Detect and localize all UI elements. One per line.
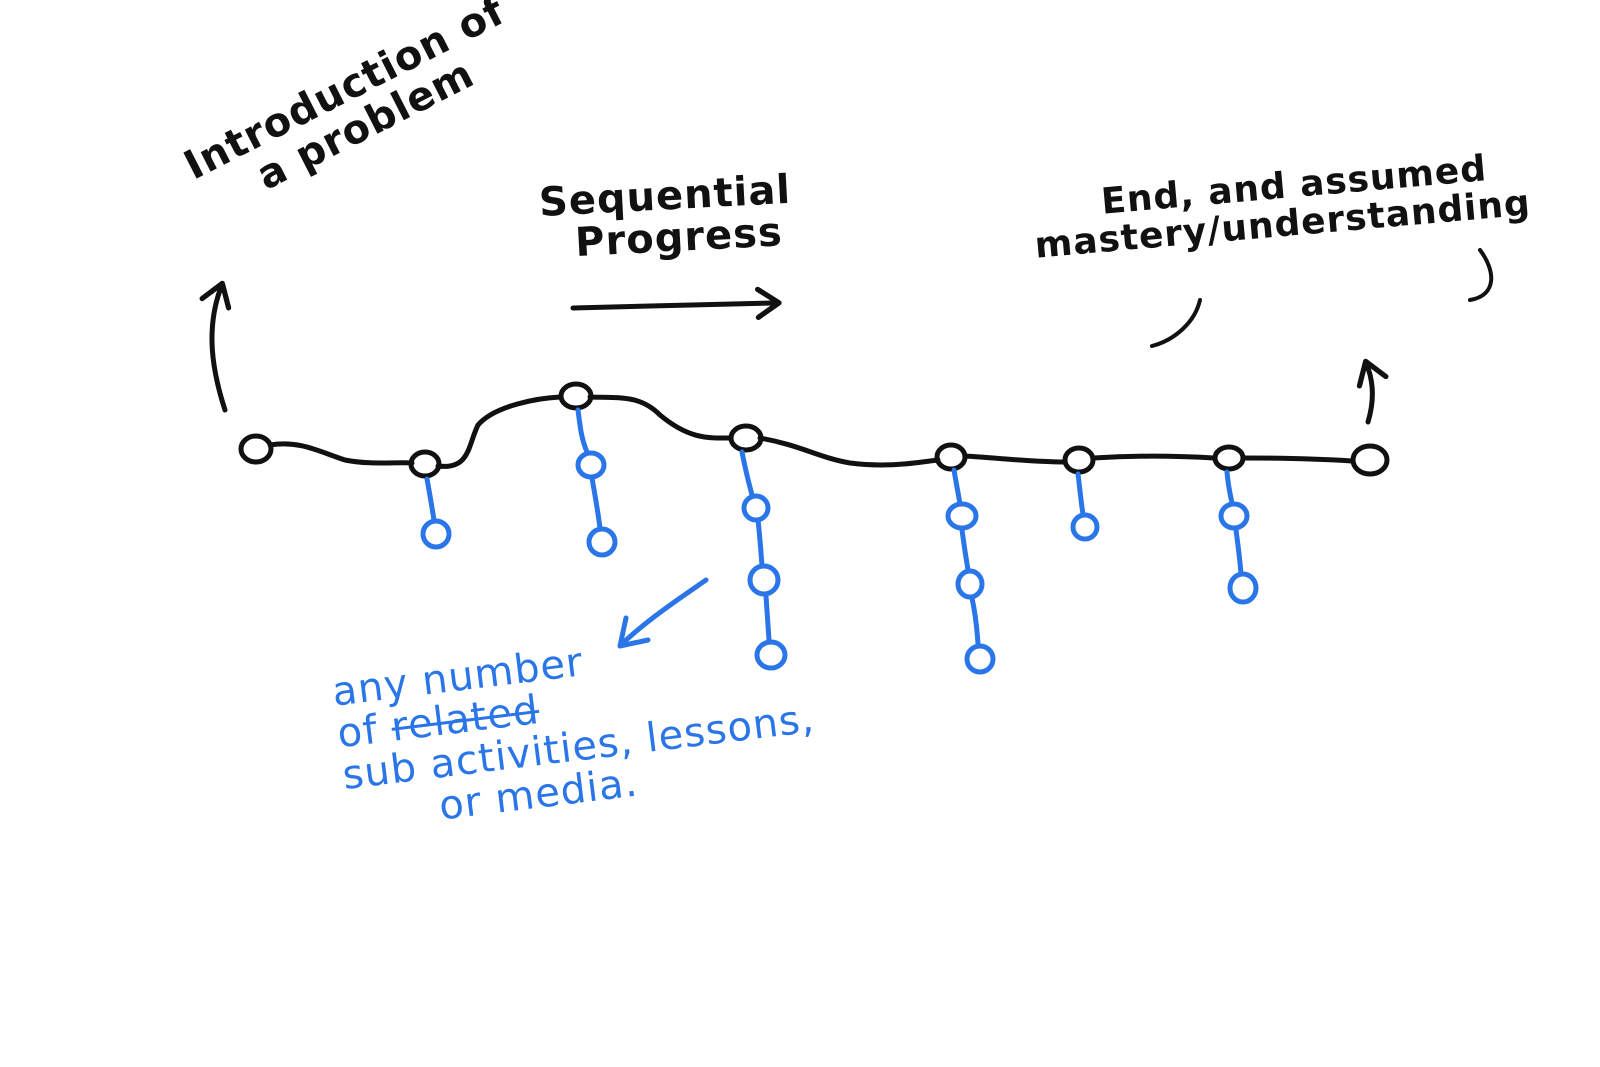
main-node bbox=[728, 423, 764, 453]
main-node bbox=[1350, 443, 1390, 477]
main-node bbox=[934, 442, 968, 472]
sub-node bbox=[586, 526, 618, 558]
sub-node bbox=[1218, 501, 1250, 531]
main-node bbox=[1062, 445, 1096, 475]
sub-node bbox=[1227, 571, 1259, 605]
branch-nodes bbox=[420, 450, 1259, 675]
sub-node bbox=[575, 450, 607, 480]
main-node bbox=[408, 449, 442, 479]
branch-line bbox=[1075, 471, 1086, 517]
sub-node bbox=[945, 501, 979, 531]
main-node bbox=[1212, 444, 1246, 472]
branch-line bbox=[1224, 469, 1244, 577]
sub-node bbox=[955, 568, 985, 600]
intro-arrow bbox=[199, 280, 232, 413]
sub-node bbox=[1070, 512, 1100, 542]
main-path-line bbox=[267, 394, 1355, 469]
sub-activities-arrow bbox=[621, 577, 709, 645]
sub-activities-arrowhead bbox=[617, 615, 651, 649]
end-label-hook bbox=[1150, 248, 1494, 348]
branch-line bbox=[424, 476, 437, 523]
progress-arrow bbox=[570, 286, 782, 321]
sub-node bbox=[754, 639, 788, 671]
sub-node bbox=[420, 518, 452, 550]
branch-line bbox=[575, 407, 603, 531]
main-node bbox=[558, 381, 594, 411]
sub-node bbox=[747, 563, 781, 597]
sequential-progress-label: Sequential Progress bbox=[538, 167, 794, 266]
branch-line bbox=[739, 449, 772, 643]
main-nodes bbox=[238, 381, 1390, 479]
main-node bbox=[238, 433, 274, 465]
end-arrow bbox=[1356, 358, 1389, 425]
sub-node bbox=[964, 643, 996, 675]
branch-line bbox=[951, 467, 981, 647]
branch-lines bbox=[424, 407, 1244, 647]
sub-node bbox=[741, 493, 771, 523]
